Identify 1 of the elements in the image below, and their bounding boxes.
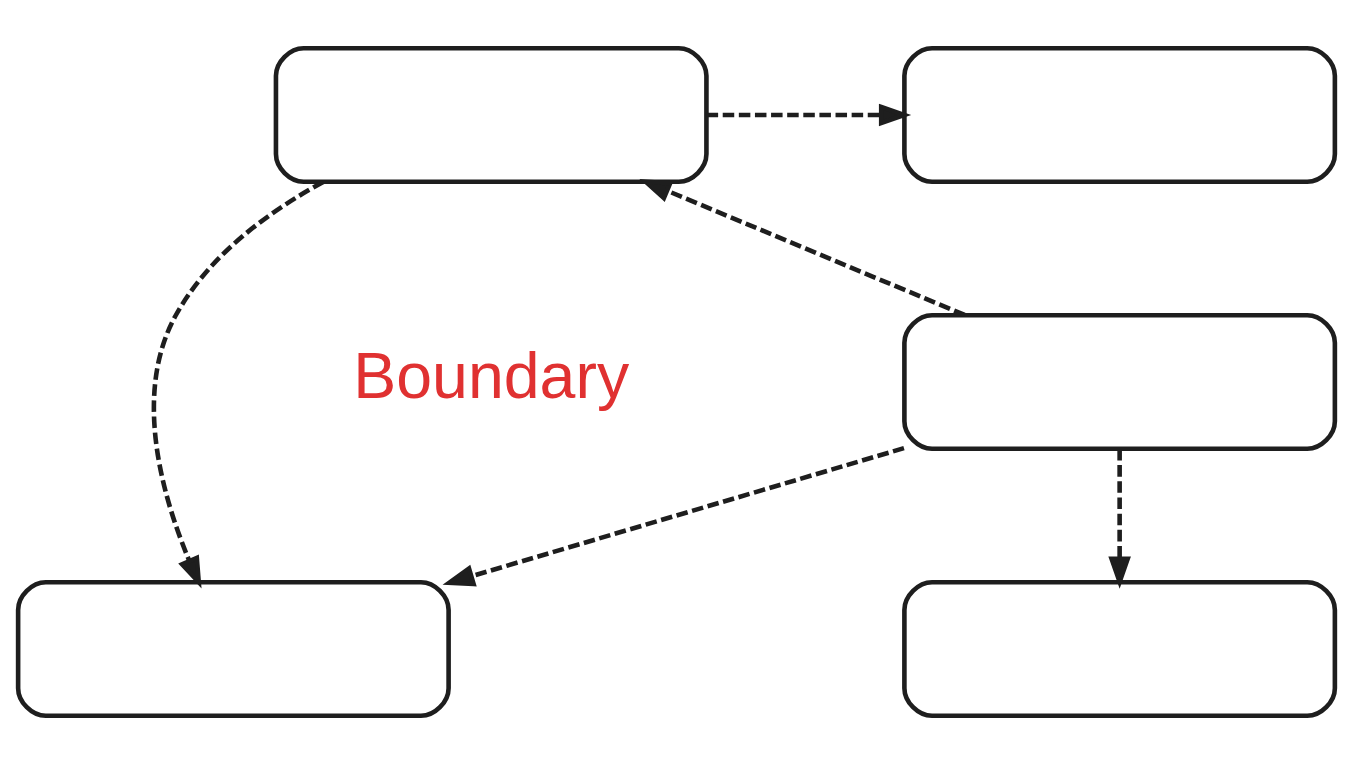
label: Boundary xyxy=(353,339,630,412)
